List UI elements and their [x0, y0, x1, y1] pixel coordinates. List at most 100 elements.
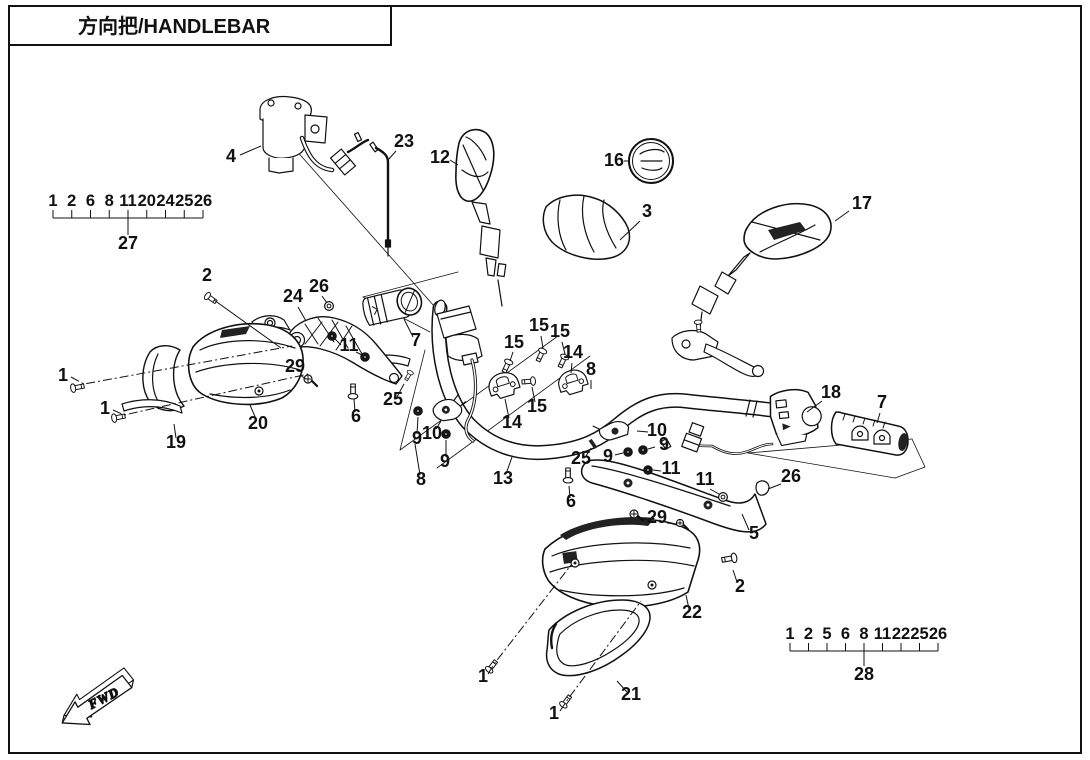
leader-line — [414, 443, 421, 476]
callout-21: 21 — [621, 684, 641, 704]
callout-14: 14 — [502, 412, 522, 432]
callout-6: 6 — [351, 406, 361, 426]
callout-25: 25 — [571, 448, 591, 468]
leader-line — [636, 430, 649, 433]
callout-3: 3 — [642, 201, 652, 221]
leader-line — [666, 522, 677, 525]
callout-29: 29 — [285, 356, 305, 376]
leader-line — [540, 335, 544, 349]
leader-line — [876, 412, 881, 424]
leader-line — [505, 456, 513, 475]
page-border — [8, 5, 1082, 754]
fwd-arrow-icon: FWD — [61, 667, 135, 726]
part-4-master-cylinder — [259, 95, 357, 176]
callout-10: 10 — [647, 420, 667, 440]
callout-23: 23 — [394, 131, 414, 151]
callout-1: 1 — [478, 666, 488, 686]
group-27-item-20: 20 — [138, 192, 156, 210]
part-14-clamp — [485, 368, 523, 402]
part-26-clip — [755, 480, 770, 496]
group-28-item-8: 8 — [859, 625, 868, 643]
leader-line — [297, 306, 307, 322]
leader-line — [355, 351, 363, 356]
callout-29: 29 — [647, 507, 667, 527]
callout-4: 4 — [226, 146, 236, 166]
leader-line — [568, 485, 571, 499]
group-28-item-6: 6 — [841, 625, 850, 643]
fwd-label: FWD — [85, 684, 122, 713]
callout-1: 1 — [549, 703, 559, 723]
callout-16: 16 — [604, 150, 624, 170]
group-27-item-1: 1 — [48, 192, 57, 210]
callout-2: 2 — [735, 576, 745, 596]
part-7-throttle-tube — [362, 287, 423, 326]
callout-2: 2 — [202, 265, 212, 285]
callout-9: 9 — [603, 446, 613, 466]
group-27-item-26: 26 — [194, 192, 212, 210]
clutch-lever-assembly — [671, 319, 765, 378]
callout-11: 11 — [339, 335, 358, 355]
leader-line — [321, 295, 328, 304]
part-16-cap — [628, 138, 674, 184]
part-10-cable-guide — [432, 393, 467, 422]
part-23-throttle-cable — [346, 131, 392, 257]
callout-5: 5 — [749, 523, 759, 543]
leader-line — [559, 600, 642, 712]
callout-26: 26 — [309, 276, 329, 296]
part-7-right-grip — [830, 411, 909, 456]
leader-line — [239, 145, 262, 156]
callout-11: 11 — [695, 469, 714, 489]
leader-line — [709, 488, 720, 495]
callout-13: 13 — [493, 468, 513, 488]
leader-line — [652, 469, 662, 472]
title-box — [8, 5, 392, 46]
callout-22: 22 — [682, 602, 702, 622]
leader-line — [741, 513, 750, 531]
page-title: 方向把/HANDLEBAR — [78, 14, 271, 38]
callout-6: 6 — [566, 491, 576, 511]
leader-line — [213, 299, 282, 349]
leader-line — [249, 404, 257, 420]
leader-line — [435, 420, 442, 430]
group-label-27: 27 — [118, 233, 138, 253]
group-27-item-24: 24 — [156, 192, 175, 210]
callout-26: 26 — [781, 466, 801, 486]
leader-line — [449, 159, 459, 166]
callout-7: 7 — [411, 330, 421, 350]
group-28-item-26: 26 — [929, 625, 947, 643]
callout-9: 9 — [659, 434, 669, 454]
callout-15: 15 — [504, 332, 524, 352]
leader-line — [561, 341, 566, 355]
part-17-right-mirror — [691, 203, 832, 329]
part-21-inner-guard — [545, 599, 651, 677]
callout-15: 15 — [527, 396, 547, 416]
leader-line — [585, 447, 592, 457]
leader-line — [619, 220, 641, 241]
leader-line — [112, 373, 309, 416]
group-28-item-2: 2 — [804, 625, 813, 643]
leader-line — [834, 210, 850, 222]
group-28-item-1: 1 — [785, 625, 794, 643]
callout-1: 1 — [58, 365, 68, 385]
group-27-item-11: 11 — [119, 192, 136, 210]
callout-9: 9 — [412, 428, 422, 448]
callout-7: 7 — [877, 392, 887, 412]
leader-line — [70, 345, 293, 385]
leader-line — [353, 398, 356, 413]
group-28-item-25: 25 — [910, 625, 928, 643]
part-18-switch-housing — [769, 388, 822, 447]
callout-1: 1 — [100, 398, 110, 418]
leader-line — [403, 318, 414, 338]
part-5-guard-bracket — [580, 459, 767, 533]
callout-12: 12 — [430, 147, 450, 167]
callout-11: 11 — [661, 458, 680, 478]
callout-15: 15 — [550, 321, 570, 341]
fasteners — [69, 290, 739, 710]
part-19-inner-guard — [121, 345, 185, 414]
leader-line — [416, 416, 419, 435]
callout-19: 19 — [166, 432, 186, 452]
callout-25: 25 — [383, 389, 403, 409]
